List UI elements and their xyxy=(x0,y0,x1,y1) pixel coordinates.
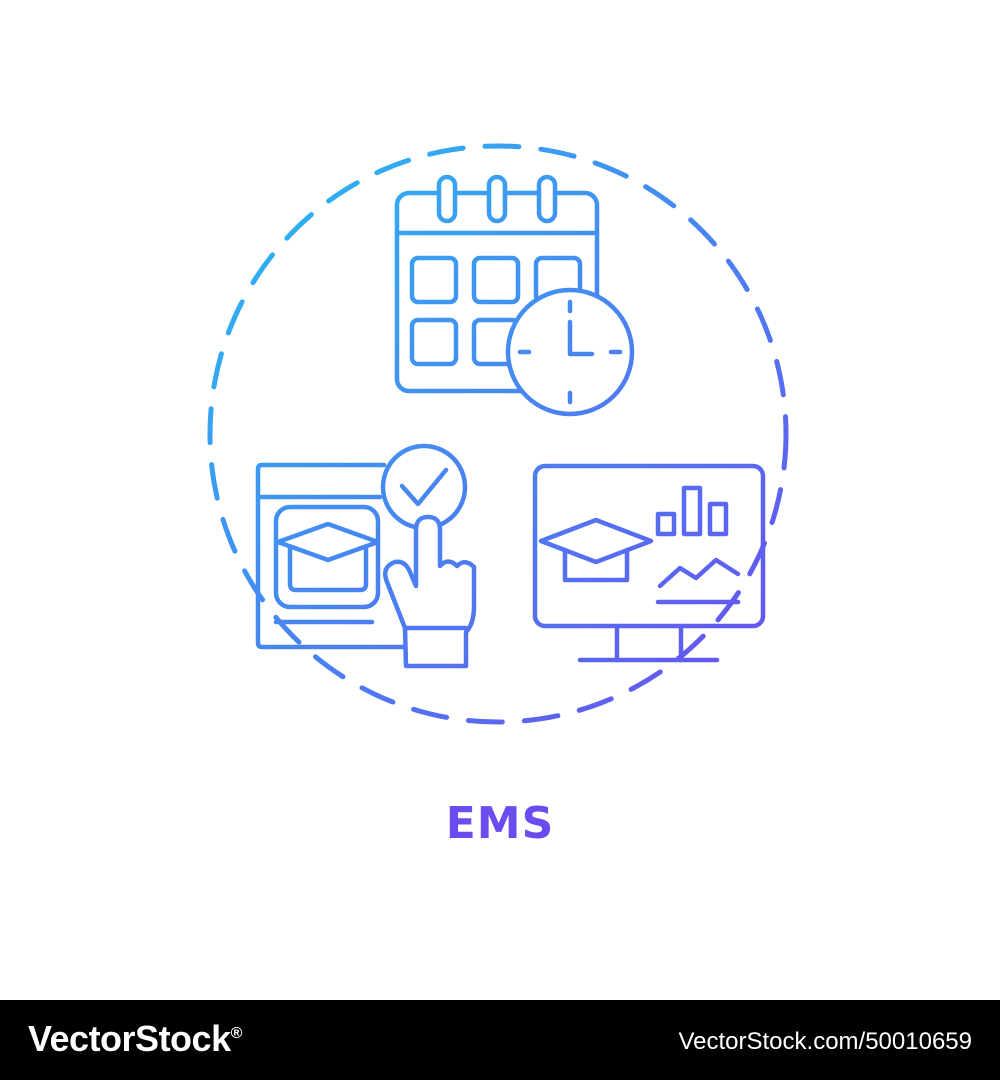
clock-icon xyxy=(505,287,635,417)
ems-concept-illustration xyxy=(207,143,789,725)
illustration xyxy=(207,143,789,725)
dashed-circle xyxy=(207,143,789,725)
enrollment-click-icon xyxy=(255,443,477,669)
image-url: VectorStock.com/50010659 xyxy=(678,1028,972,1055)
footer-bar: VectorStock® VectorStock.com/50010659 xyxy=(0,1000,1000,1080)
vectorstock-logo: VectorStock® xyxy=(28,1018,242,1059)
calendar-icon xyxy=(394,174,600,394)
graduation-cap-icon xyxy=(538,517,654,583)
monitor-analytics-icon xyxy=(532,463,766,663)
illustration-title: EMS xyxy=(445,798,555,849)
